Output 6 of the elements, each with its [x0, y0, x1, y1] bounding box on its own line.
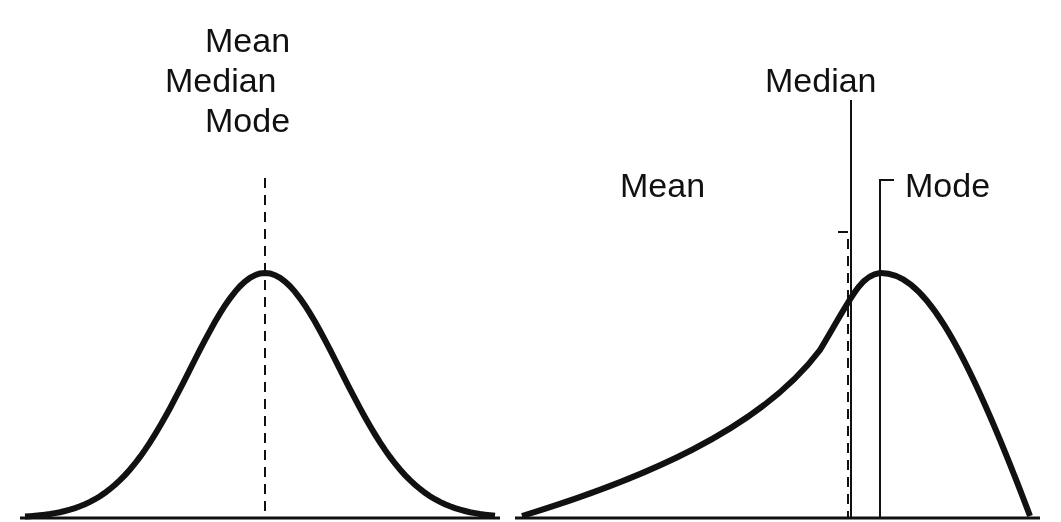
statistic-label: Median [165, 60, 277, 100]
statistic-label: Mean [620, 165, 706, 205]
statistic-label: Median [765, 60, 877, 100]
statistic-label: Mean [205, 20, 291, 60]
statistic-label: Mode [905, 165, 991, 205]
statistic-label: Mode [205, 100, 291, 140]
